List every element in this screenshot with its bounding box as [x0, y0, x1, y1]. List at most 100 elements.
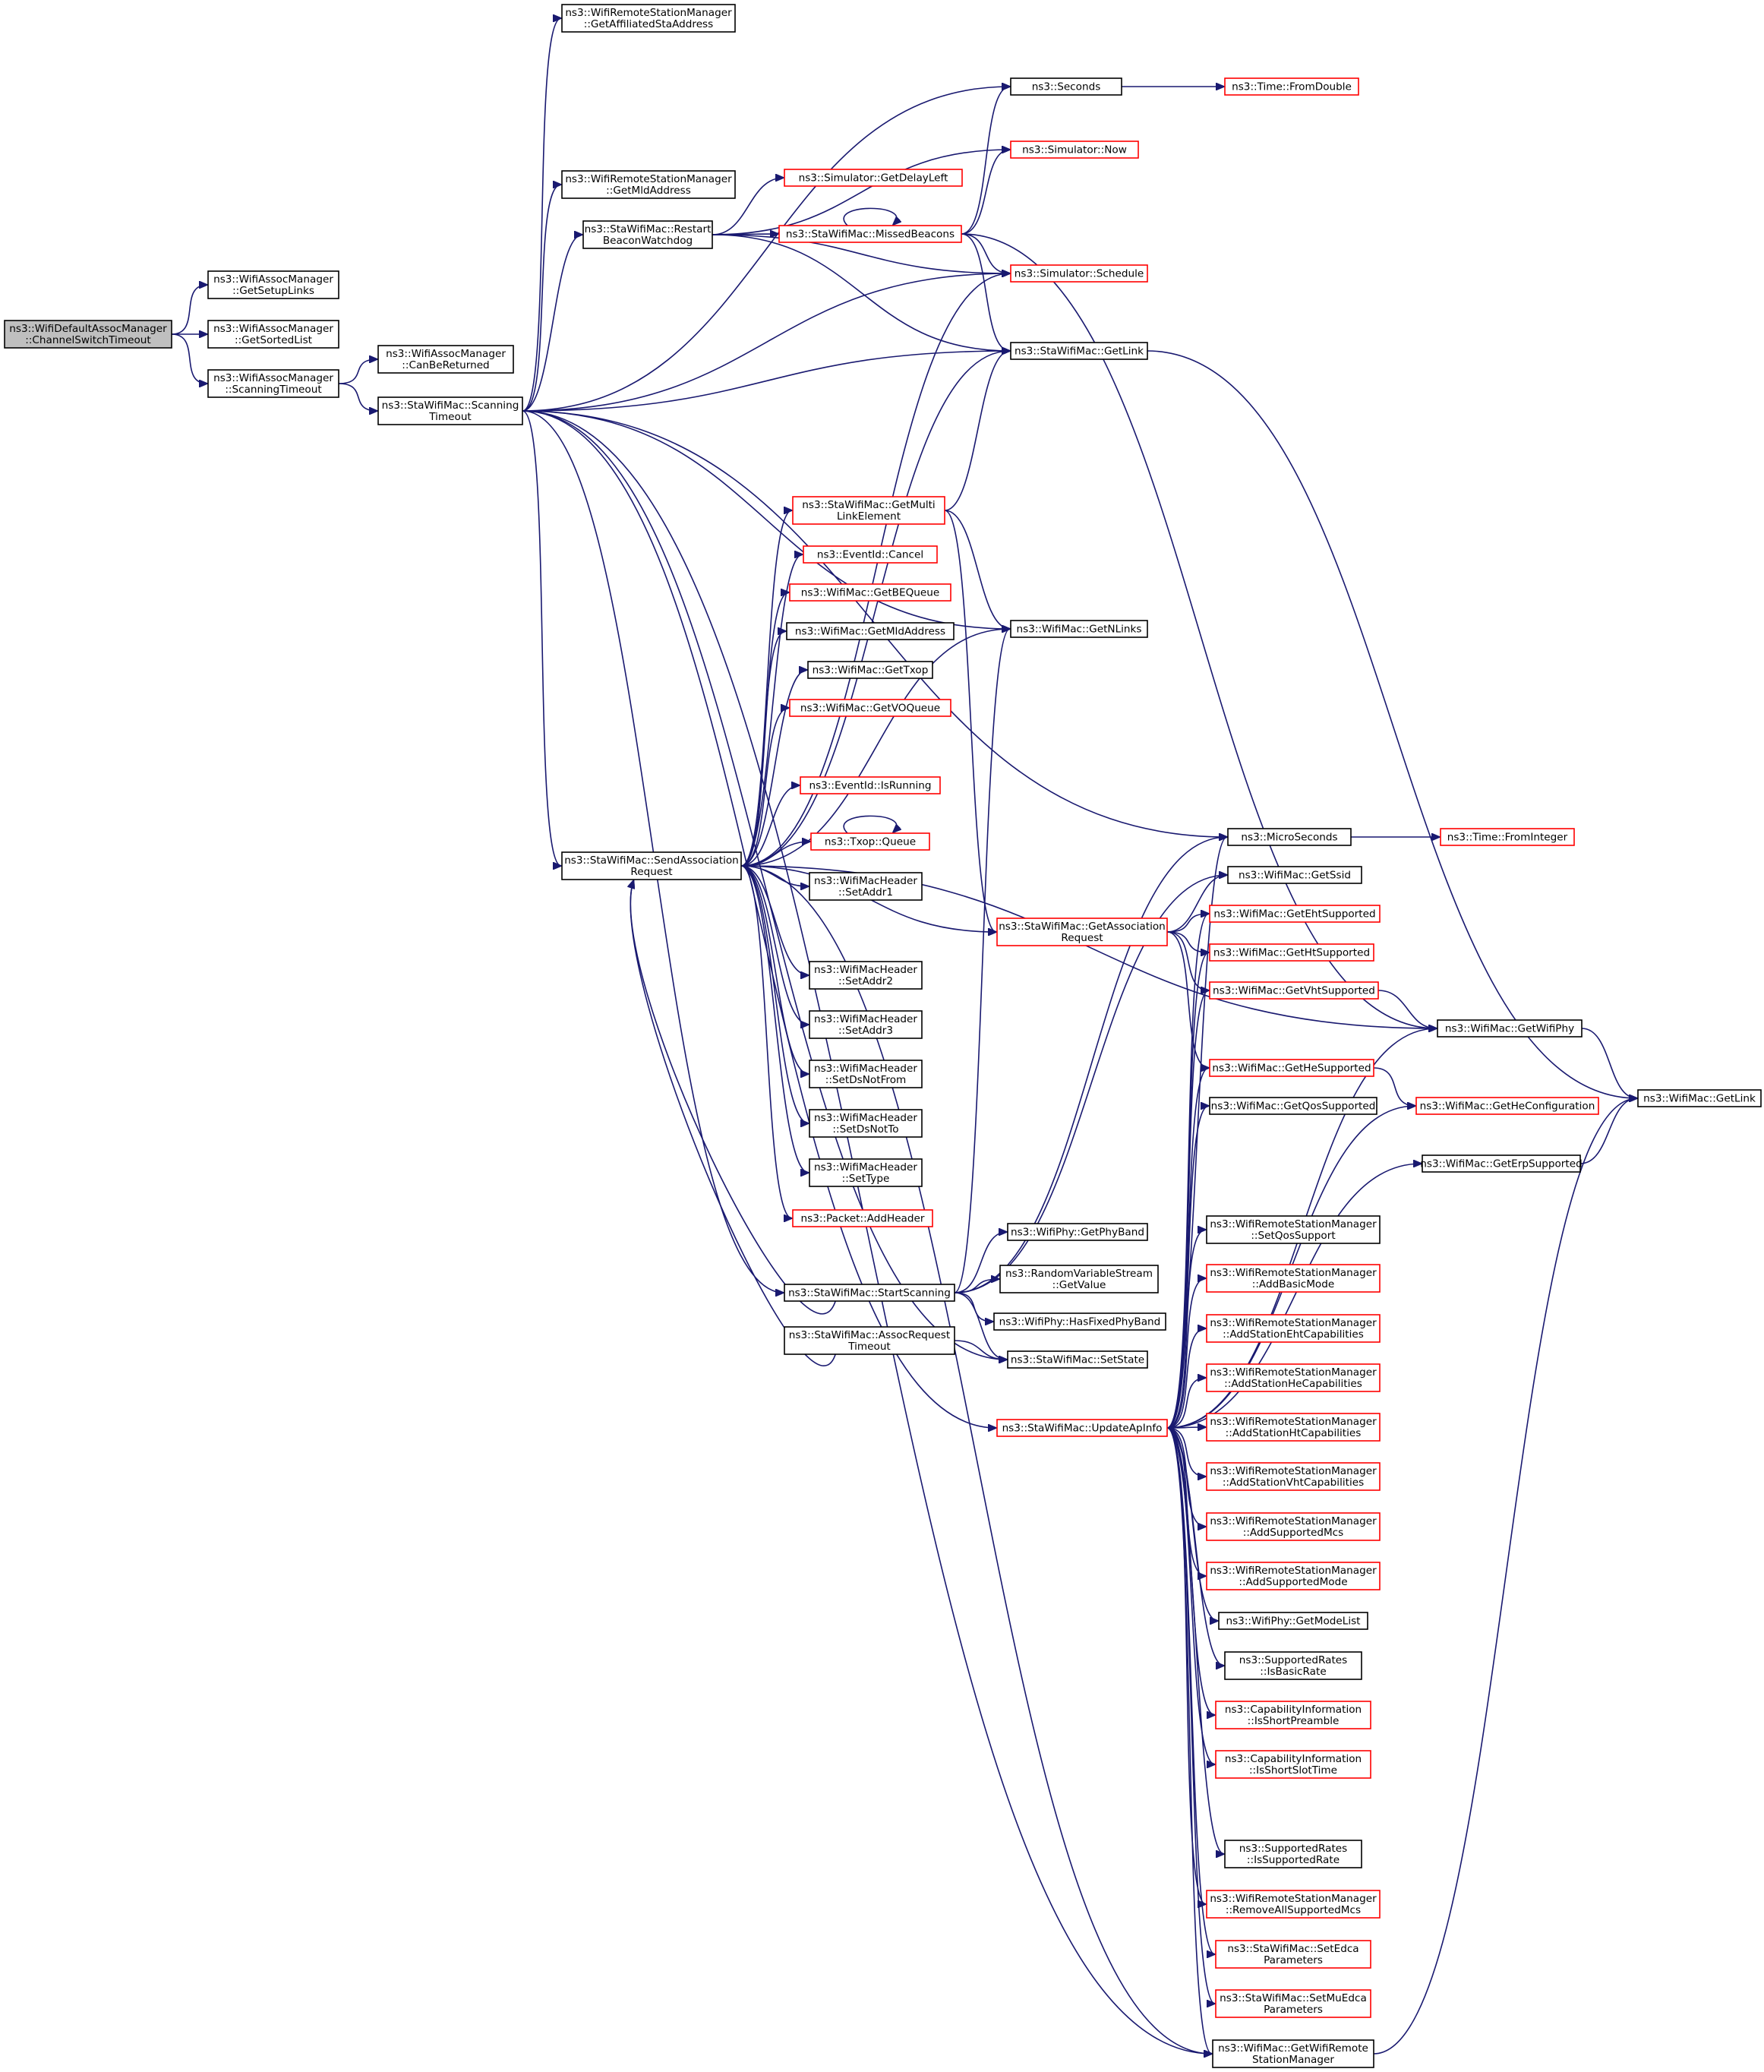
- node-micro-seconds[interactable]: ns3::MicroSeconds: [1227, 828, 1352, 846]
- node-box: [789, 699, 951, 717]
- node-is-supported-rate[interactable]: ns3::SupportedRates::IsSupportedRate: [1224, 1840, 1362, 1868]
- node-is-basic-rate[interactable]: ns3::SupportedRates::IsBasicRate: [1224, 1651, 1362, 1680]
- node-sim-now[interactable]: ns3::Simulator::Now: [1010, 141, 1139, 159]
- node-add-supported-mode[interactable]: ns3::WifiRemoteStationManager::AddSuppor…: [1206, 1562, 1381, 1590]
- node-from-double[interactable]: ns3::Time::FromDouble: [1224, 77, 1359, 96]
- node-label: ns3::WifiPhy::GetModeList: [1226, 1616, 1360, 1628]
- node-box: [778, 225, 962, 243]
- node-set-addr3[interactable]: ns3::WifiMacHeader::SetAddr3: [809, 1010, 923, 1039]
- node-get-sorted-list[interactable]: ns3::WifiAssocManager::GetSortedList: [207, 320, 339, 349]
- node-box: [809, 1158, 923, 1187]
- node-add-station-eht-capabilities[interactable]: ns3::WifiRemoteStationManager::AddStatio…: [1206, 1314, 1381, 1343]
- node-get-affiliated-sta-address[interactable]: ns3::WifiRemoteStationManager::GetAffili…: [561, 4, 736, 33]
- node-scanning-timeout-am[interactable]: ns3::WifiAssocManager::ScanningTimeout: [207, 369, 339, 398]
- edge-update-ap-info-to-is-basic-rate: [1166, 1427, 1224, 1666]
- node-rvsget-value[interactable]: ns3::RandomVariableStream::GetValue: [999, 1265, 1159, 1293]
- node-set-type[interactable]: ns3::WifiMacHeader::SetType: [809, 1158, 923, 1187]
- node-add-station-he-capabilities[interactable]: ns3::WifiRemoteStationManager::AddStatio…: [1206, 1363, 1381, 1392]
- node-label: ns3::WifiMac::GetHeSupported: [1212, 1063, 1371, 1075]
- node-get-he-supported[interactable]: ns3::WifiMac::GetHeSupported: [1209, 1059, 1374, 1077]
- edge-get-multi-link-element-to-sta-get-link: [944, 351, 1010, 511]
- node-mac-get-link[interactable]: ns3::WifiMac::GetLink: [1637, 1089, 1762, 1107]
- node-box: [1215, 1701, 1371, 1729]
- node-box: [1422, 1154, 1581, 1173]
- node-get-nlinks[interactable]: ns3::WifiMac::GetNLinks: [1010, 620, 1148, 638]
- node-get-mld-address-rsm[interactable]: ns3::WifiRemoteStationManager::GetMldAdd…: [561, 170, 736, 199]
- node-label: ns3::StaWifiMac::UpdateApInfo: [1002, 1423, 1163, 1435]
- node-is-short-preamble[interactable]: ns3::CapabilityInformation::IsShortPream…: [1215, 1701, 1371, 1729]
- node-get-eht-supported[interactable]: ns3::WifiMac::GetEhtSupported: [1209, 905, 1381, 923]
- node-label: ns3::WifiMac::GetHtSupported: [1213, 947, 1370, 959]
- edge-send-association-request-to-is-running: [740, 785, 800, 867]
- node-box: [1206, 1512, 1381, 1541]
- node-get-ssid[interactable]: ns3::WifiMac::GetSsid: [1227, 866, 1362, 884]
- node-seconds[interactable]: ns3::Seconds: [1010, 77, 1122, 96]
- edge-get-wifi-remote-station-manager-to-mac-get-link: [1373, 1098, 1637, 2055]
- node-sim-schedule[interactable]: ns3::Simulator::Schedule: [1010, 264, 1148, 283]
- node-add-supported-mcs[interactable]: ns3::WifiRemoteStationManager::AddSuppor…: [1206, 1512, 1381, 1541]
- node-box: [1206, 1413, 1381, 1442]
- node-scanning-timeout-sta[interactable]: ns3::StaWifiMac::ScanningTimeout: [377, 396, 523, 425]
- node-get-qos-supported[interactable]: ns3::WifiMac::GetQosSupported: [1209, 1097, 1377, 1115]
- node-has-fixed-phy-band[interactable]: ns3::WifiPhy::HasFixedPhyBand: [993, 1312, 1166, 1331]
- nodes-layer: ns3::WifiDefaultAssocManager::ChannelSwi…: [4, 4, 1762, 2068]
- node-root[interactable]: ns3::WifiDefaultAssocManager::ChannelSwi…: [4, 320, 172, 349]
- edge-send-association-request-to-set-addr3: [740, 865, 809, 1025]
- node-box: [1212, 2039, 1374, 2068]
- node-box: [1206, 1890, 1381, 1919]
- node-update-ap-info[interactable]: ns3::StaWifiMac::UpdateApInfo: [996, 1419, 1168, 1437]
- node-add-station-ht-capabilities[interactable]: ns3::WifiRemoteStationManager::AddStatio…: [1206, 1413, 1381, 1442]
- node-box: [786, 622, 955, 640]
- node-event-cancel[interactable]: ns3::EventId::Cancel: [803, 545, 938, 564]
- edge-missed-beacons-to-seconds: [961, 87, 1010, 235]
- node-get-wifi-remote-station-manager[interactable]: ns3::WifiMac::GetWifiRemoteStationManage…: [1212, 2039, 1374, 2068]
- node-set-addr2[interactable]: ns3::WifiMacHeader::SetAddr2: [809, 961, 923, 990]
- node-get-ht-supported[interactable]: ns3::WifiMac::GetHtSupported: [1209, 943, 1374, 962]
- node-get-delay-left[interactable]: ns3::Simulator::GetDelayLeft: [784, 169, 963, 187]
- node-add-header[interactable]: ns3::Packet::AddHeader: [792, 1209, 933, 1227]
- node-start-scanning[interactable]: ns3::StaWifiMac::StartScanning: [784, 1284, 955, 1302]
- node-get-wifi-phy[interactable]: ns3::WifiMac::GetWifiPhy: [1437, 1019, 1583, 1038]
- node-can-be-returned[interactable]: ns3::WifiAssocManager::CanBeReturned: [377, 345, 514, 374]
- edge-get-he-supported-to-get-he-configuration: [1373, 1067, 1415, 1106]
- node-get-erp-supported[interactable]: ns3::WifiMac::GetErpSupported: [1420, 1154, 1583, 1173]
- node-add-station-vht-capabilities[interactable]: ns3::WifiRemoteStationManager::AddStatio…: [1206, 1462, 1381, 1491]
- node-get-mode-list[interactable]: ns3::WifiPhy::GetModeList: [1218, 1612, 1368, 1630]
- node-get-mld-address-mac[interactable]: ns3::WifiMac::GetMldAddress: [786, 622, 955, 640]
- node-set-ds-not-from[interactable]: ns3::WifiMacHeader::SetDsNotFrom: [809, 1060, 923, 1088]
- node-remove-all-supported-mcs[interactable]: ns3::WifiRemoteStationManager::RemoveAll…: [1206, 1890, 1381, 1919]
- node-get-voqueue[interactable]: ns3::WifiMac::GetVOQueue: [789, 699, 951, 717]
- node-is-running[interactable]: ns3::EventId::IsRunning: [800, 776, 941, 794]
- node-set-state[interactable]: ns3::StaWifiMac::SetState: [1007, 1350, 1148, 1369]
- node-is-short-slot-time[interactable]: ns3::CapabilityInformation::IsShortSlotT…: [1215, 1750, 1371, 1779]
- node-txop-queue[interactable]: ns3::Txop::Queue: [810, 832, 930, 851]
- node-get-vht-supported[interactable]: ns3::WifiMac::GetVhtSupported: [1209, 981, 1379, 1000]
- node-box: [1010, 342, 1148, 360]
- node-from-integer[interactable]: ns3::Time::FromInteger: [1440, 828, 1575, 846]
- node-set-ds-not-to[interactable]: ns3::WifiMacHeader::SetDsNotTo: [809, 1109, 923, 1138]
- node-label: ns3::WifiRemoteStationManager: [1210, 1267, 1377, 1279]
- node-label: ::GetSortedList: [235, 334, 312, 346]
- node-get-he-configuration[interactable]: ns3::WifiMac::GetHeConfiguration: [1415, 1097, 1599, 1115]
- node-label: ns3::CapabilityInformation: [1225, 1704, 1362, 1716]
- node-label: ns3::StaWifiMac::SetState: [1011, 1354, 1144, 1366]
- node-set-qos-support[interactable]: ns3::WifiRemoteStationManager::SetQosSup…: [1206, 1215, 1381, 1244]
- node-box: [996, 918, 1168, 946]
- node-sta-get-link[interactable]: ns3::StaWifiMac::GetLink: [1010, 342, 1148, 360]
- node-add-basic-mode[interactable]: ns3::WifiRemoteStationManager::AddBasicM…: [1206, 1264, 1381, 1293]
- node-get-setup-links[interactable]: ns3::WifiAssocManager::GetSetupLinks: [207, 270, 339, 299]
- node-get-bequeue[interactable]: ns3::WifiMac::GetBEQueue: [789, 583, 951, 602]
- node-label: ns3::WifiMac::GetEhtSupported: [1213, 908, 1375, 921]
- node-label: ns3::WifiMac::GetQosSupported: [1211, 1101, 1376, 1113]
- node-get-phy-band[interactable]: ns3::WifiPhy::GetPhyBand: [1007, 1223, 1148, 1241]
- node-set-addr1[interactable]: ns3::WifiMacHeader::SetAddr1: [809, 872, 923, 901]
- node-missed-beacons[interactable]: ns3::StaWifiMac::MissedBeacons: [778, 225, 962, 243]
- node-get-txop[interactable]: ns3::WifiMac::GetTxop: [807, 661, 933, 679]
